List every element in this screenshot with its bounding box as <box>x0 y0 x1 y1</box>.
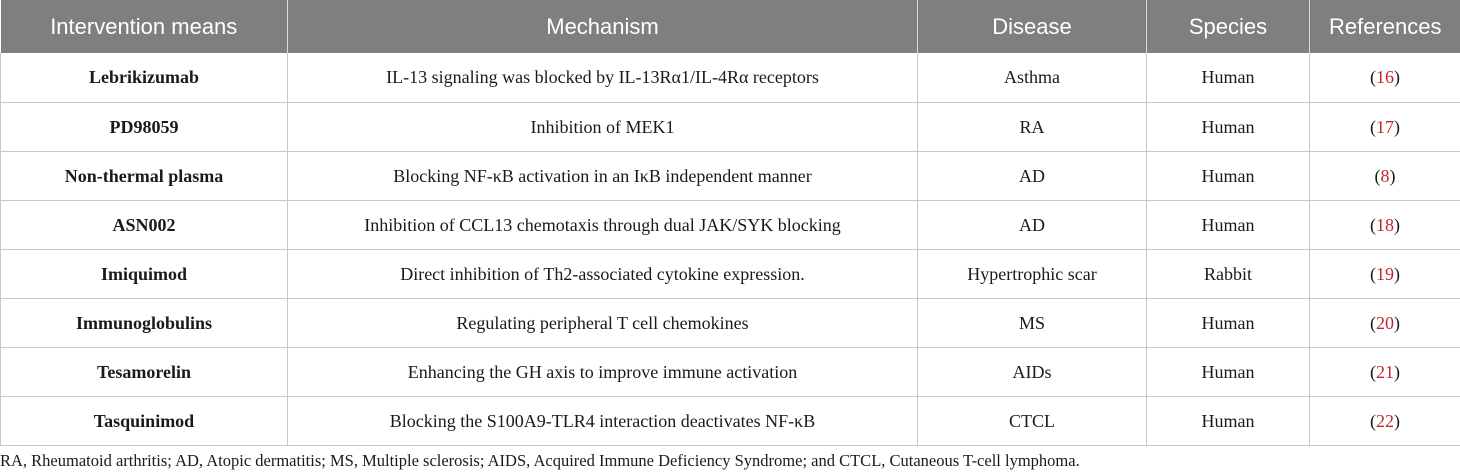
reference-link[interactable]: 8 <box>1380 165 1390 186</box>
species-cell: Human <box>1146 298 1310 348</box>
reference-cell: (20) <box>1309 298 1460 348</box>
mechanism-cell: Blocking NF-κB activation in an IκB inde… <box>287 151 918 201</box>
mechanism-cell: IL-13 signaling was blocked by IL-13Rα1/… <box>287 53 918 103</box>
reference-link[interactable]: 19 <box>1376 263 1394 284</box>
header-row: Intervention means Mechanism Disease Spe… <box>0 0 1460 53</box>
mechanism-cell: Regulating peripheral T cell chemokines <box>287 298 918 348</box>
mechanism-cell: Inhibition of CCL13 chemotaxis through d… <box>287 200 918 250</box>
reference-link[interactable]: 18 <box>1376 214 1394 235</box>
disease-cell: RA <box>917 102 1147 152</box>
mechanism-cell: Inhibition of MEK1 <box>287 102 918 152</box>
disease-cell: AD <box>917 151 1147 201</box>
intervention-table: Intervention means Mechanism Disease Spe… <box>0 0 1460 446</box>
disease-cell: CTCL <box>917 396 1147 446</box>
disease-cell: AD <box>917 200 1147 250</box>
intervention-cell: Imiquimod <box>0 249 288 299</box>
header-species: Species <box>1146 0 1310 53</box>
reference-cell: (16) <box>1309 53 1460 103</box>
intervention-cell: Immunoglobulins <box>0 298 288 348</box>
intervention-cell: Tasquinimod <box>0 396 288 446</box>
reference-link[interactable]: 21 <box>1376 361 1394 382</box>
species-cell: Human <box>1146 200 1310 250</box>
header-mechanism: Mechanism <box>287 0 918 53</box>
species-cell: Human <box>1146 396 1310 446</box>
species-cell: Rabbit <box>1146 249 1310 299</box>
reference-link[interactable]: 20 <box>1376 312 1394 333</box>
reference-cell: (17) <box>1309 102 1460 152</box>
species-cell: Human <box>1146 53 1310 103</box>
reference-cell: (21) <box>1309 347 1460 397</box>
table-header: Intervention means Mechanism Disease Spe… <box>0 0 1460 53</box>
species-cell: Human <box>1146 102 1310 152</box>
header-references: References <box>1309 0 1460 53</box>
species-cell: Human <box>1146 151 1310 201</box>
mechanism-cell: Enhancing the GH axis to improve immune … <box>287 347 918 397</box>
intervention-cell: ASN002 <box>0 200 288 250</box>
reference-link[interactable]: 16 <box>1376 67 1394 87</box>
mechanism-cell: Blocking the S100A9-TLR4 interaction dea… <box>287 396 918 446</box>
reference-link[interactable]: 22 <box>1376 410 1394 431</box>
mechanism-cell: Direct inhibition of Th2-associated cyto… <box>287 249 918 299</box>
reference-link[interactable]: 17 <box>1376 116 1394 137</box>
reference-cell: (22) <box>1309 396 1460 446</box>
disease-cell: MS <box>917 298 1147 348</box>
intervention-cell: Lebrikizumab <box>0 53 288 103</box>
disease-cell: AIDs <box>917 347 1147 397</box>
table-footnote: RA, Rheumatoid arthritis; AD, Atopic der… <box>0 451 1080 470</box>
reference-cell: (8) <box>1309 151 1460 201</box>
species-cell: Human <box>1146 347 1310 397</box>
header-intervention-means: Intervention means <box>0 0 288 53</box>
reference-cell: (19) <box>1309 249 1460 299</box>
intervention-cell: Tesamorelin <box>0 347 288 397</box>
reference-cell: (18) <box>1309 200 1460 250</box>
disease-cell: Asthma <box>917 53 1147 103</box>
header-disease: Disease <box>917 0 1147 53</box>
intervention-cell: Non-thermal plasma <box>0 151 288 201</box>
intervention-cell: PD98059 <box>0 102 288 152</box>
disease-cell: Hypertrophic scar <box>917 249 1147 299</box>
